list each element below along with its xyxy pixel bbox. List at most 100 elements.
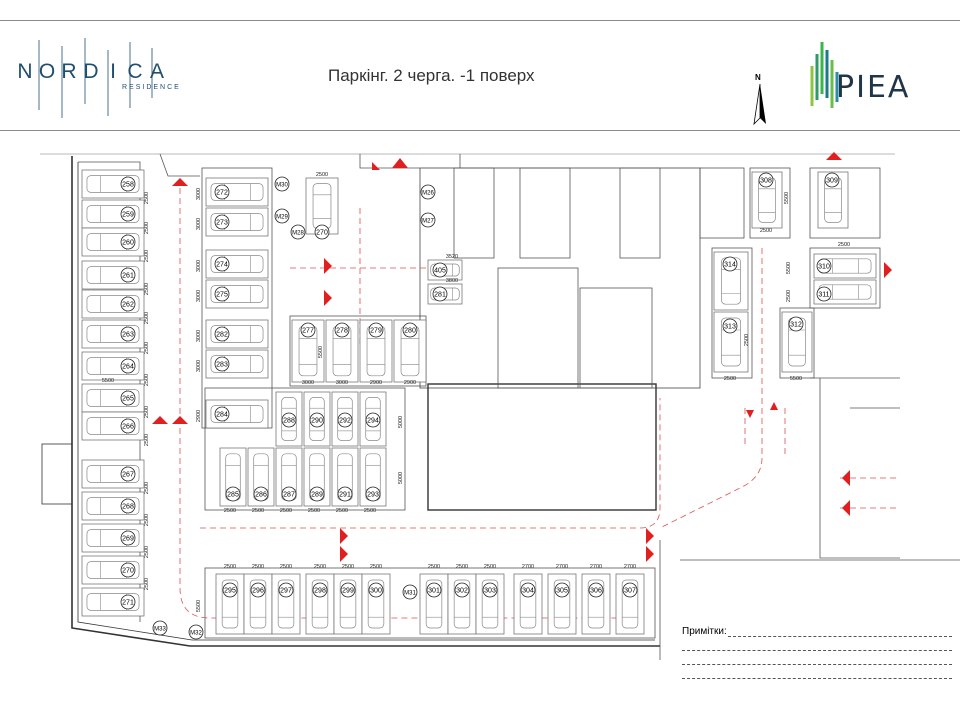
spot-number: 300	[370, 588, 382, 595]
parking-spot[interactable]: 283	[205, 349, 269, 379]
moto-number: M30	[276, 182, 288, 188]
parking-spot[interactable]: 314	[713, 251, 749, 311]
moto-number: M28	[292, 230, 304, 236]
parking-spot[interactable]: 288	[275, 391, 303, 447]
parking-spot[interactable]: 285	[219, 447, 247, 507]
arrow-icon	[172, 416, 188, 424]
spot-number-badge	[214, 214, 230, 230]
parking-spot[interactable]: 267	[81, 459, 145, 489]
parking-spot[interactable]: 303	[475, 573, 505, 635]
parking-spot[interactable]: 274	[205, 249, 269, 279]
spot-number-badge	[554, 582, 570, 598]
parking-spot[interactable]: 287	[275, 447, 303, 507]
parking-spot[interactable]: 272	[205, 177, 269, 207]
parking-spot[interactable]: 308	[751, 171, 783, 229]
parking-spot[interactable]: 277	[291, 319, 325, 383]
driveway-route	[179, 188, 900, 619]
parking-spot[interactable]: 297	[271, 573, 301, 635]
parking-spot[interactable]: 306	[581, 573, 611, 635]
parking-spot[interactable]: 279	[359, 319, 393, 383]
arrow-icon	[340, 528, 348, 544]
spot-number-badge	[309, 486, 325, 502]
spot-number: 265	[122, 396, 134, 403]
parking-spot[interactable]: 310	[813, 253, 877, 279]
parking-spot[interactable]: 281	[427, 283, 463, 305]
brand-letter: N	[17, 60, 33, 83]
parking-spot[interactable]: 263	[81, 319, 145, 349]
dimension-label: 5000	[398, 416, 404, 428]
spot-number-badge	[314, 224, 330, 240]
moto-spot[interactable]: M27	[420, 212, 436, 228]
parking-spot[interactable]: 301	[419, 573, 449, 635]
parking-spot[interactable]: 260	[81, 227, 145, 257]
dimension-label: 3800	[446, 278, 458, 284]
moto-spot[interactable]: M29	[274, 208, 290, 224]
dimension-label: 2500	[252, 508, 264, 514]
dimension-labels: 2500250025002500250025002500250025002500…	[102, 172, 850, 612]
parking-spot[interactable]: 307	[615, 573, 645, 635]
parking-spot[interactable]: 304	[513, 573, 543, 635]
dimension-label: 2500	[144, 482, 150, 494]
parking-spot[interactable]: 296	[243, 573, 273, 635]
arrow-icon	[842, 500, 850, 516]
spot-number: 299	[342, 588, 354, 595]
parking-spot[interactable]: 269	[81, 523, 145, 553]
parking-spot[interactable]: 293	[359, 447, 387, 507]
parking-spot[interactable]: 261	[81, 260, 145, 290]
parking-spot[interactable]: 273	[205, 207, 269, 237]
dimension-label: 2500	[308, 508, 320, 514]
parking-spot[interactable]: 271	[81, 587, 145, 617]
parking-spot[interactable]: 313	[713, 311, 749, 373]
parking-spot[interactable]: 292	[331, 391, 359, 447]
parking-spot[interactable]: 264	[81, 351, 145, 381]
parking-spot[interactable]: 278	[325, 319, 359, 383]
moto-spot[interactable]: M26	[420, 184, 436, 200]
dimension-label: 3000	[196, 290, 202, 302]
parking-spot[interactable]: 280	[393, 319, 427, 383]
parking-spot[interactable]: 294	[359, 391, 387, 447]
dimension-label: 5500	[102, 378, 114, 384]
spot-number: 289	[311, 492, 323, 499]
parking-spot[interactable]: 298	[305, 573, 335, 635]
moto-number: M26	[422, 190, 434, 196]
parking-spot[interactable]: 262	[81, 289, 145, 319]
parking-spot[interactable]: 289	[303, 447, 331, 507]
parking-spot[interactable]: 309	[817, 171, 849, 229]
parking-spot[interactable]: 259	[81, 199, 145, 229]
parking-spot[interactable]: 282	[205, 319, 269, 349]
arrow-icon	[646, 546, 654, 562]
dimension-label: 3000	[196, 188, 202, 200]
parking-spot[interactable]: 275	[205, 279, 269, 309]
spot-number: 311	[818, 292, 829, 299]
parking-spot[interactable]: 295	[215, 573, 245, 635]
parking-spot[interactable]: 290	[303, 391, 331, 447]
parking-spot[interactable]: 286	[247, 447, 275, 507]
arrow-icon	[884, 262, 892, 278]
brand-letter: O	[38, 60, 56, 83]
moto-spot[interactable]: M32	[188, 624, 204, 640]
parking-spot[interactable]: 299	[333, 573, 363, 635]
parking-spot[interactable]: 311	[813, 279, 877, 305]
spot-number-badge	[250, 582, 266, 598]
parking-spot[interactable]: 302	[447, 573, 477, 635]
parking-spot[interactable]: 268	[81, 491, 145, 521]
parking-spot[interactable]: 270	[305, 177, 339, 240]
parking-spot[interactable]: 270	[81, 555, 145, 585]
parking-spot[interactable]: 284	[205, 399, 269, 429]
moto-spot[interactable]: M31	[402, 584, 418, 600]
moto-spot[interactable]: M30	[274, 176, 290, 192]
spot-number-badge	[588, 582, 604, 598]
parking-spot[interactable]: 291	[331, 447, 359, 507]
parking-spot[interactable]: 300	[361, 573, 391, 635]
parking-spot[interactable]: 312	[781, 311, 813, 373]
spot-number: 305	[556, 588, 568, 595]
parking-spot[interactable]: 266	[81, 411, 145, 441]
moto-spot[interactable]: M28	[290, 224, 306, 240]
moto-spot[interactable]: M33	[152, 620, 168, 636]
spot-number-badge	[120, 267, 136, 283]
spot-number: 268	[122, 504, 134, 511]
parking-spot[interactable]: 258	[81, 169, 145, 199]
parking-spot[interactable]: 305	[547, 573, 577, 635]
parking-spot[interactable]: 265	[81, 383, 145, 413]
parking-spot[interactable]: 405	[427, 259, 463, 281]
